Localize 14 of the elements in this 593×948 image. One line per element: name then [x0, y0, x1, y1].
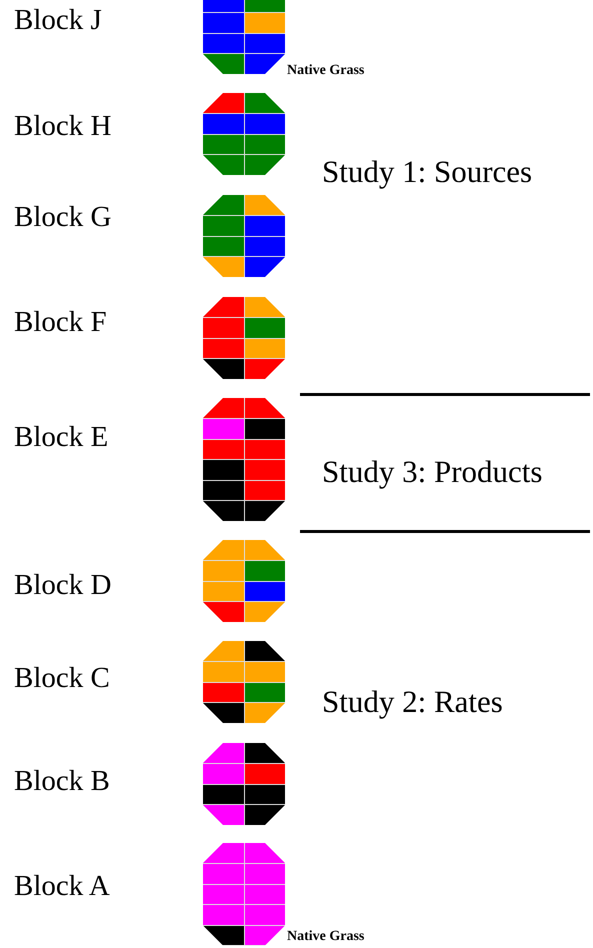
block-label: Block D [14, 571, 112, 600]
study-label: Study 3: Products [322, 456, 542, 487]
block-label: Block C [14, 664, 110, 693]
block-label: Block J [14, 6, 102, 35]
block-label: Block H [14, 112, 112, 141]
block-label: Block E [14, 423, 108, 452]
block-label: Block B [14, 767, 110, 796]
area-note: Native Grass [287, 64, 364, 78]
area-note: Native Grass [287, 930, 364, 944]
block-label: Block A [14, 872, 110, 901]
block-label: Block F [14, 308, 107, 337]
study-label: Study 2: Rates [322, 686, 503, 717]
study-label: Study 1: Sources [322, 156, 532, 187]
block-label: Block G [14, 203, 112, 232]
